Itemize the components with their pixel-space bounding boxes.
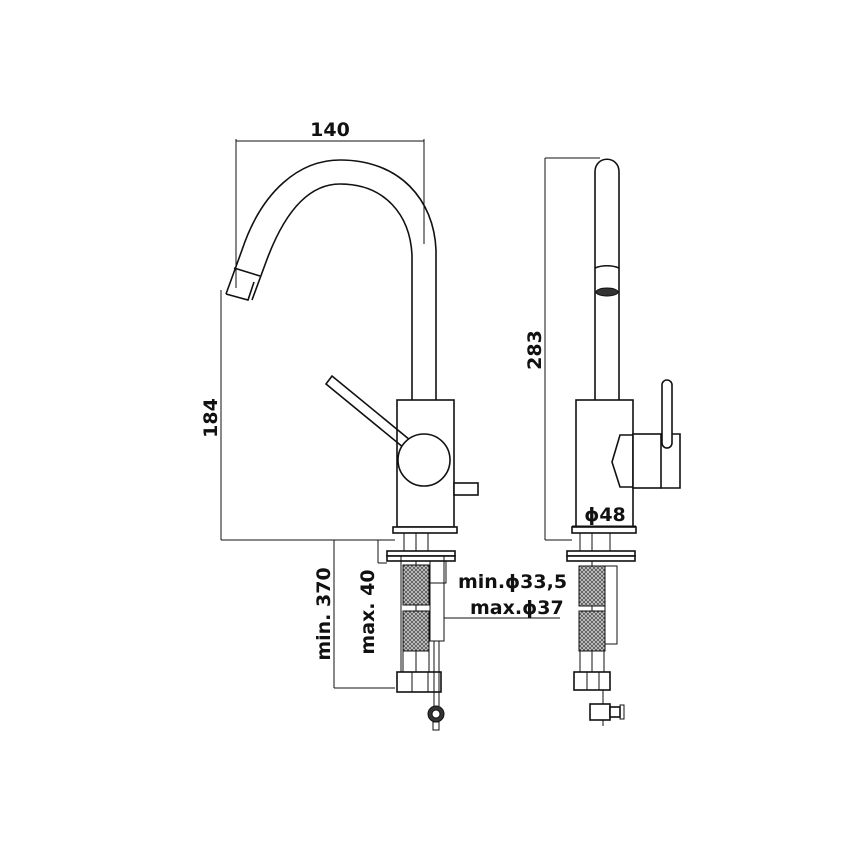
- label-deck-thickness: max. 40: [357, 569, 379, 654]
- label-hole-max: max.ϕ37: [470, 597, 564, 619]
- dimension-lines: [220, 139, 636, 689]
- label-spout-reach: 140: [310, 119, 350, 141]
- label-hole-min: min.ϕ33,5: [458, 571, 567, 593]
- popup-knob: [453, 482, 479, 496]
- handle-hub: [397, 433, 451, 487]
- label-overall-height: 283: [524, 330, 546, 370]
- label-hose-length: min. 370: [313, 567, 335, 660]
- side-view: [566, 158, 681, 726]
- dimension-labels: 140 184 283 ϕ48 min.ϕ33,5 max.ϕ37 max. 4…: [200, 119, 626, 661]
- label-spout-height: 184: [200, 398, 222, 438]
- side-lever: [661, 379, 673, 449]
- front-view: [225, 159, 479, 731]
- label-base-diameter: ϕ48: [584, 504, 626, 526]
